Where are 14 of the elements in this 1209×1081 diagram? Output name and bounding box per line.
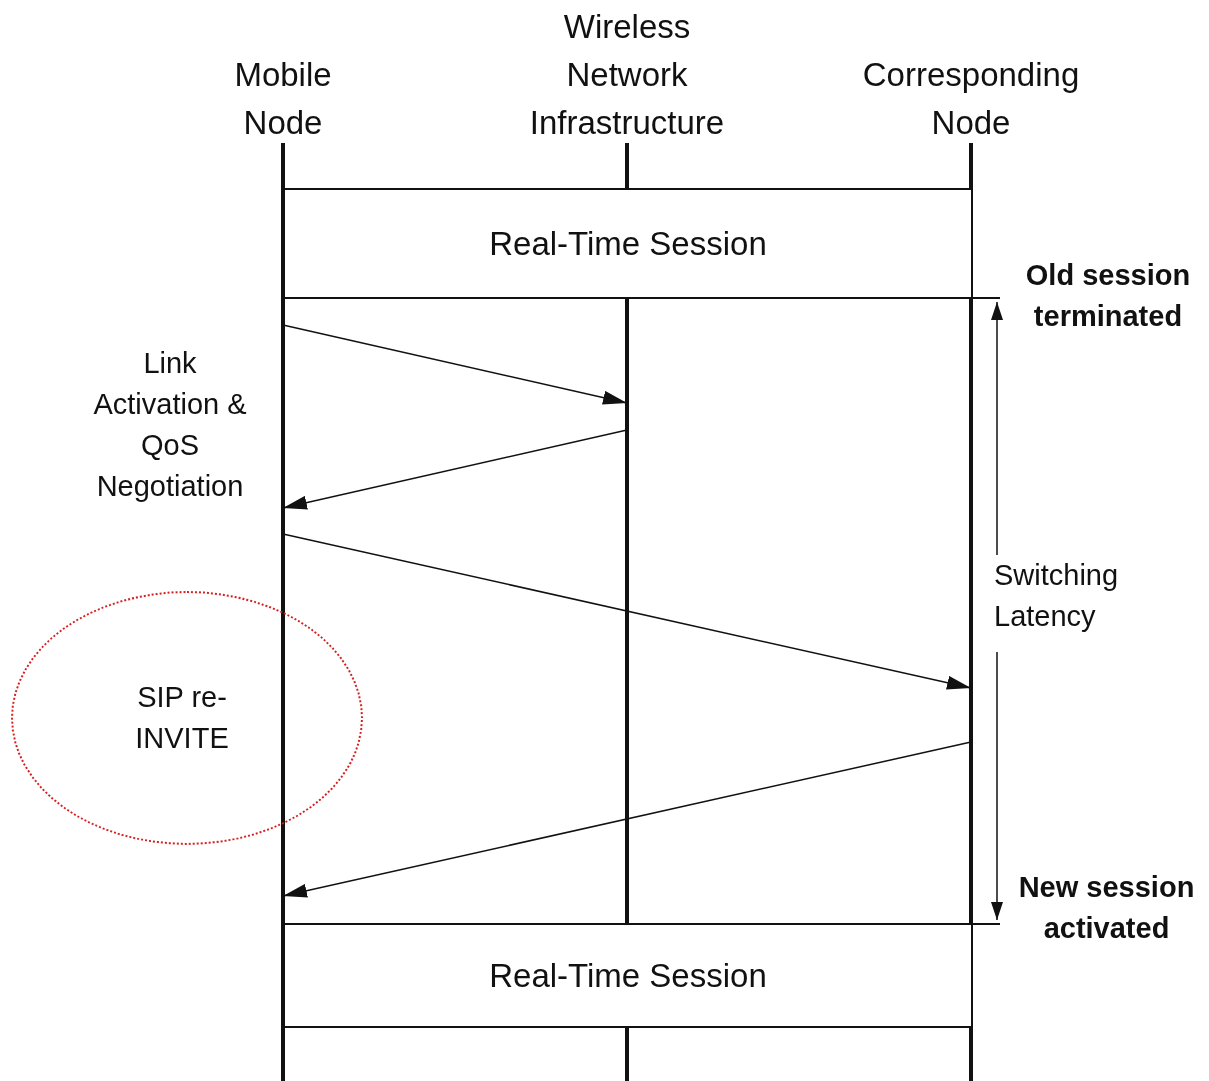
- status-note: Old session terminated: [1024, 258, 1192, 334]
- session-box: Real-Time Session: [283, 923, 973, 1028]
- status-note: New session activated: [1017, 870, 1196, 946]
- message-arrow: [282, 324, 628, 405]
- session-box: Real-Time Session: [283, 188, 973, 299]
- participant-label: Wireless Network Infrastructure: [528, 7, 726, 143]
- participant-label: Corresponding Node: [861, 55, 1081, 143]
- message-arrow: [282, 533, 972, 690]
- message-arrow: [282, 429, 628, 510]
- phase-label: Link Activation & QoS Negotiation: [92, 346, 248, 504]
- participant-label: Mobile Node: [233, 55, 333, 143]
- annotation-ellipse: SIP re-INVITE: [11, 591, 363, 845]
- message-arrow: [282, 741, 972, 898]
- dimension-label: Switching Latency: [994, 558, 1120, 634]
